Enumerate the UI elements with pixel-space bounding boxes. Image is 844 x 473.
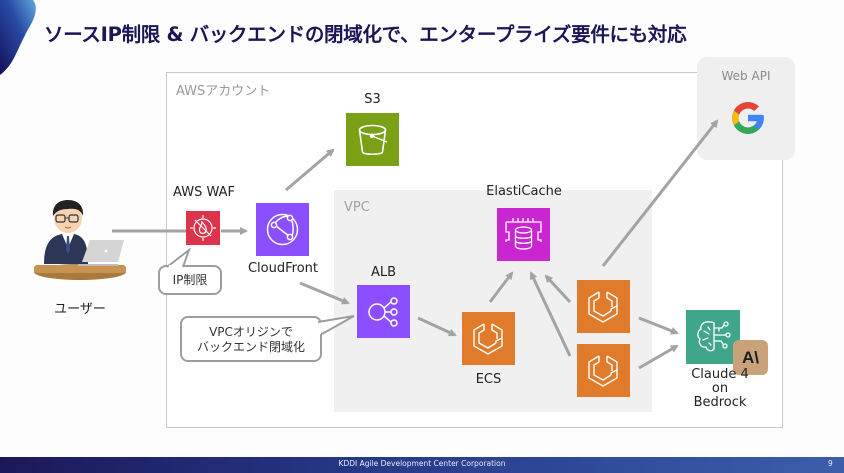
vpc-label: VPC xyxy=(344,200,370,215)
user-label: ユーザー xyxy=(54,302,106,317)
arrow-cloudfront-to-s3 xyxy=(285,148,335,192)
cloudfront-label: CloudFront xyxy=(247,261,318,276)
bedrock-icon[interactable] xyxy=(686,310,740,364)
bedrock-label-line1: Claude 4 xyxy=(691,367,749,382)
slide-title: ソースIP制限 & バックエンドの閉域化で、エンタープライズ要件にも対応 xyxy=(44,23,687,46)
arrow-alb-to-ecs xyxy=(417,316,457,337)
ecs-icon[interactable] xyxy=(462,312,515,365)
bedrock-label: Claude 4 on Bedrock xyxy=(680,368,760,410)
waf-label: AWS WAF xyxy=(173,185,235,200)
s3-bucket-icon[interactable] xyxy=(346,113,399,166)
arrow-ecs3-to-bedrock xyxy=(638,344,679,370)
ip-restriction-text: IP制限 xyxy=(172,273,208,287)
page-number: 9 xyxy=(828,459,833,468)
s3-label: S3 xyxy=(364,92,381,107)
aws-account-label: AWSアカウント xyxy=(176,84,271,99)
arrow-ecs2-to-bedrock xyxy=(638,316,679,335)
ip-restriction-callout-tail xyxy=(166,248,191,268)
user-illustration xyxy=(34,200,126,280)
bedrock-label-line2: on xyxy=(711,381,729,396)
footer-bar xyxy=(0,457,844,473)
vpc-origin-text-line2: バックエンド閉域化 xyxy=(196,340,305,354)
google-icon xyxy=(732,102,764,134)
corner-decoration xyxy=(0,0,36,75)
ecs-task-icon-lower[interactable] xyxy=(577,344,630,397)
vpc-origin-text-line1: VPCオリジンで xyxy=(209,325,293,339)
ecs-label: ECS xyxy=(475,372,502,387)
vpc-origin-callout-tail xyxy=(317,315,355,335)
arrow-ecs3-to-elasticache xyxy=(529,271,572,357)
cloudfront-icon[interactable] xyxy=(256,203,309,256)
bedrock-label-line3: Bedrock xyxy=(693,395,747,410)
footer-company: KDDI Agile Development Center Corporatio… xyxy=(338,459,506,468)
elasticache-label: ElastiCache xyxy=(486,184,562,199)
ecs-task-icon-upper[interactable] xyxy=(577,280,630,333)
arrow-ecs2-to-web-api xyxy=(601,119,719,267)
alb-load-balancer-icon[interactable] xyxy=(357,285,410,338)
waf-firewall-icon[interactable] xyxy=(186,211,220,245)
anthropic-badge-icon: A\ xyxy=(733,340,768,375)
arrow-cloudfront-to-alb xyxy=(299,281,350,305)
vpc-origin-callout: VPCオリジンで バックエンド閉域化 xyxy=(180,316,322,362)
alb-label: ALB xyxy=(370,265,397,280)
elasticache-icon[interactable] xyxy=(497,208,550,261)
ip-restriction-callout: IP制限 xyxy=(158,265,222,295)
arrow-ecs2-to-elasticache xyxy=(544,274,572,304)
web-api-label: Web API xyxy=(721,69,771,83)
arrow-ecs-to-elasticache xyxy=(488,271,514,303)
